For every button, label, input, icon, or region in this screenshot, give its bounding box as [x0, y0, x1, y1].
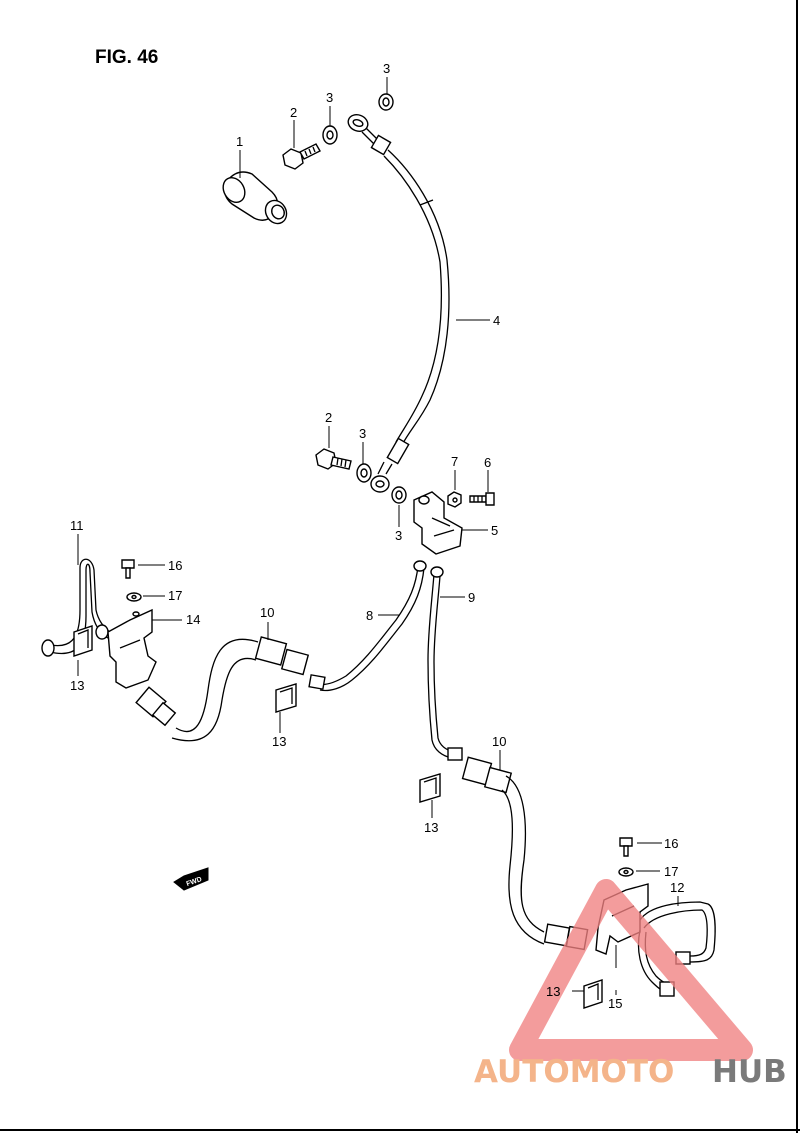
callout-10: 10	[492, 734, 506, 749]
callout-15: 15	[608, 996, 622, 1011]
callout-17: 17	[664, 864, 678, 879]
callout-6: 6	[484, 455, 491, 470]
callout-3: 3	[395, 528, 402, 543]
part-16-bolt-left	[121, 559, 135, 579]
part-6-bolt	[469, 492, 495, 506]
callout-9: 9	[468, 590, 475, 605]
part-10-hose-right	[461, 756, 589, 951]
part-8-pipe	[308, 560, 427, 692]
part-14-bracket	[107, 608, 157, 689]
part-5-junction	[413, 491, 463, 555]
part-3-washer-top-a	[322, 125, 338, 145]
callout-3: 3	[383, 61, 390, 76]
callout-13: 13	[424, 820, 438, 835]
part-11-pipe	[41, 558, 111, 657]
watermark-text-primary: AUTOMOTO	[474, 1054, 674, 1090]
fwd-arrow-icon: FWD	[173, 867, 209, 891]
part-10-hose-left	[135, 636, 310, 742]
callout-2: 2	[290, 105, 297, 120]
part-4-brake-hose	[347, 114, 450, 493]
part-13-clip-d	[583, 979, 603, 1009]
part-2-bolt-lower	[315, 448, 352, 470]
callout-1: 1	[236, 134, 243, 149]
callout-8: 8	[366, 608, 373, 623]
part-7-nut	[447, 491, 462, 508]
callout-11: 11	[70, 518, 84, 533]
part-13-clip-a	[73, 625, 93, 657]
watermark-triangle	[509, 879, 753, 1061]
callout-13: 13	[546, 984, 560, 999]
part-3-washer-lower-a	[356, 463, 372, 483]
callout-13: 13	[272, 734, 286, 749]
part-17-washer-left	[126, 592, 142, 602]
watermark: AUTOMOTO HUB	[474, 879, 787, 1090]
callout-7: 7	[451, 454, 458, 469]
callout-3: 3	[359, 426, 366, 441]
callout-3: 3	[326, 90, 333, 105]
callout-13: 13	[70, 678, 84, 693]
figure-title: FIG. 46	[95, 47, 158, 68]
callout-17: 17	[168, 588, 182, 603]
callout-14: 14	[186, 612, 200, 627]
watermark-text-secondary: HUB	[712, 1054, 787, 1090]
part-1-cap	[222, 171, 288, 225]
callout-16: 16	[664, 836, 678, 851]
part-3-washer-lower-b	[391, 486, 407, 504]
callout-16: 16	[168, 558, 182, 573]
callout-12: 12	[670, 880, 684, 895]
callout-4: 4	[493, 313, 500, 328]
callout-10: 10	[260, 605, 274, 620]
part-16-bolt-right	[619, 837, 633, 857]
part-13-clip-c	[419, 773, 441, 803]
part-13-clip-b	[275, 683, 297, 713]
part-2-bolt-top	[282, 143, 321, 170]
part-9-pipe	[427, 566, 463, 761]
part-17-washer-right	[618, 867, 634, 877]
part-3-washer-top-b	[378, 93, 394, 111]
callout-5: 5	[491, 523, 498, 538]
callout-2: 2	[325, 410, 332, 425]
